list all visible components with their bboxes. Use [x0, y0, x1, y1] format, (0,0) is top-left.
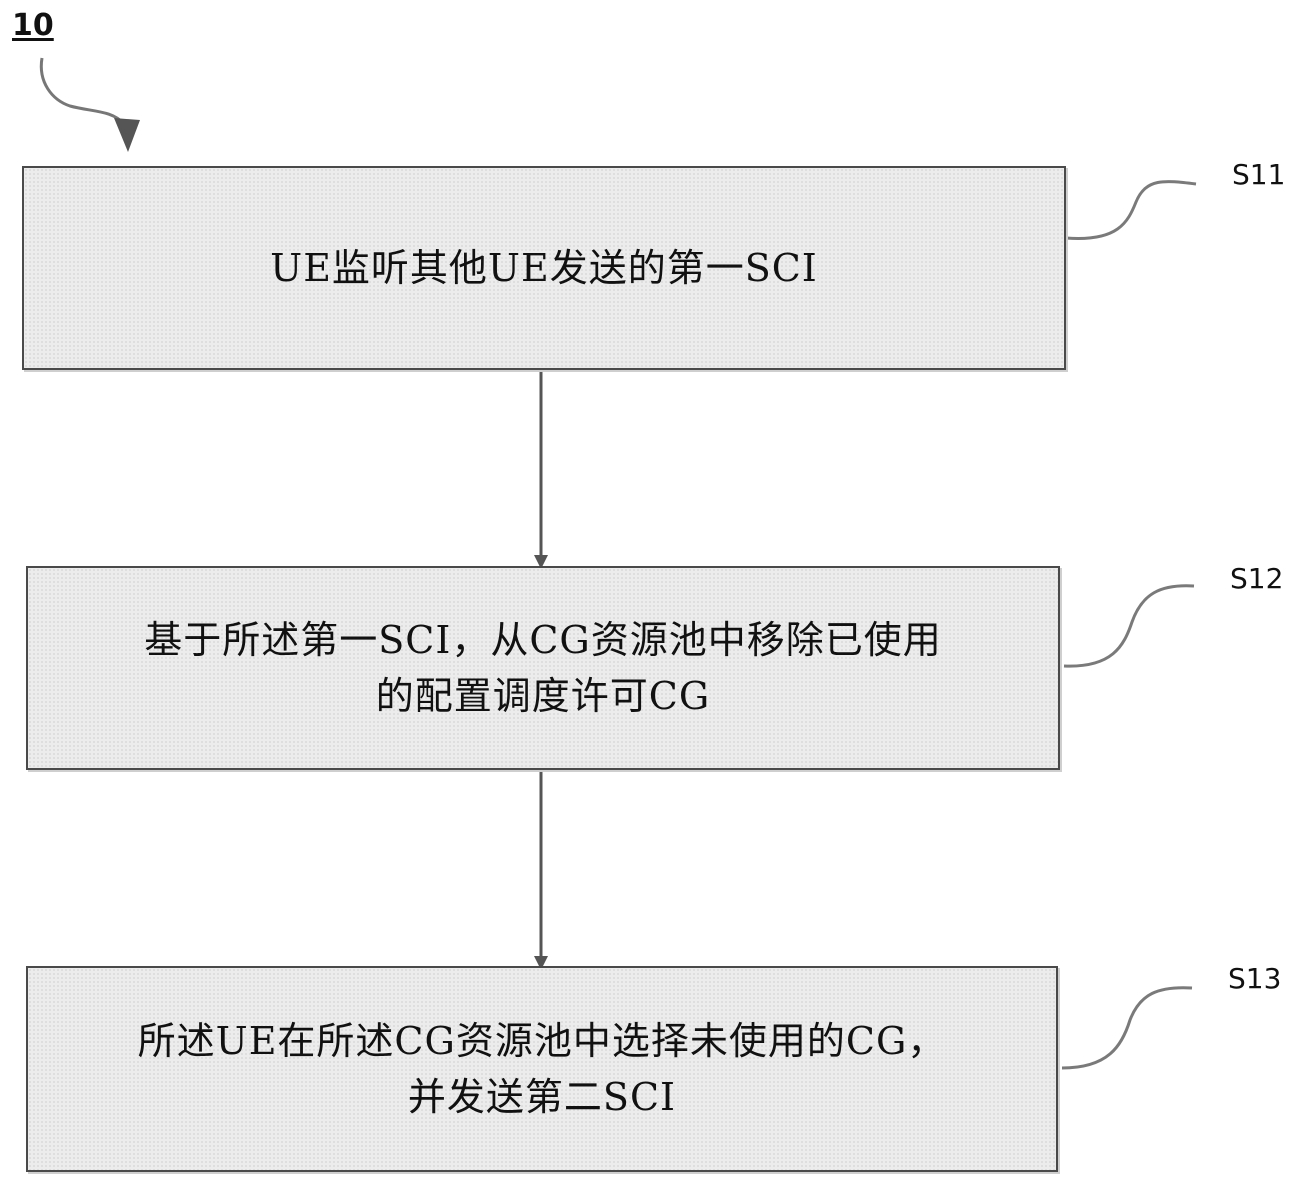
entry-arrow-head — [114, 118, 140, 152]
step-box-s11: UE监听其他UE发送的第一SCI — [22, 166, 1066, 370]
entry-arrow — [39, 57, 126, 126]
step-text-s12: 基于所述第一SCI，从CG资源池中移除已使用 的配置调度许可CG — [144, 618, 942, 718]
step-label-s11: S11 — [1232, 158, 1286, 191]
step-label-s12: S12 — [1230, 562, 1284, 595]
step-box-s12: 基于所述第一SCI，从CG资源池中移除已使用 的配置调度许可CG — [26, 566, 1060, 770]
leader-line-s12 — [1063, 584, 1195, 668]
step-text-s11: UE监听其他UE发送的第一SCI — [270, 246, 818, 290]
figure-number-label: 10 — [12, 8, 54, 43]
leader-line-s13 — [1061, 986, 1193, 1070]
step-box-s13: 所述UE在所述CG资源池中选择未使用的CG， 并发送第二SCI — [26, 966, 1058, 1172]
step-text-s13: 所述UE在所述CG资源池中选择未使用的CG， 并发送第二SCI — [137, 1019, 947, 1119]
step-label-s13: S13 — [1228, 962, 1282, 995]
leader-line-s11 — [1065, 180, 1197, 241]
